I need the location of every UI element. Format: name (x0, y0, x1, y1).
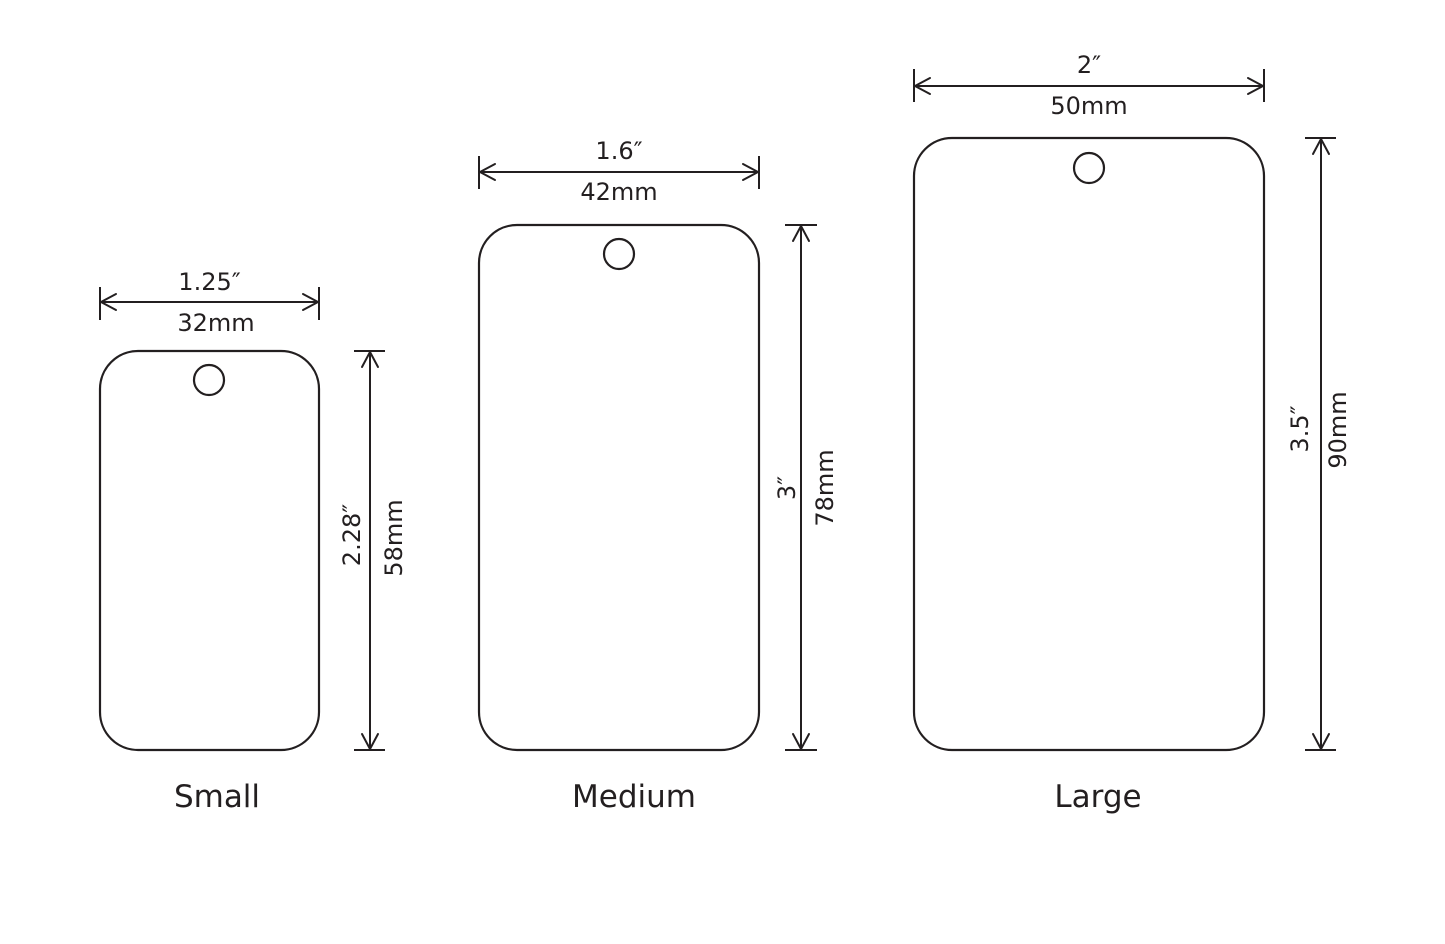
small-width-dimension: 1.25″ 32mm (99, 268, 320, 337)
large-width-arrow-right (1247, 77, 1264, 95)
small-height-mm: 58mm (380, 499, 408, 576)
large-width-arrow-left (914, 77, 931, 95)
tag-medium-label: Medium (572, 779, 696, 815)
small-height-inches: 2.28″ (338, 504, 366, 566)
large-height-arrow-top (1312, 138, 1330, 155)
medium-width-mm: 42mm (580, 178, 657, 206)
medium-height-dimension: 3″ 78mm (773, 224, 839, 751)
large-height-mm: 90mm (1324, 391, 1352, 468)
small-height-arrow-bottom (361, 733, 379, 750)
small-height-arrow-top (361, 351, 379, 368)
small-height-dimension: 2.28″ 58mm (338, 350, 408, 751)
large-width-dimension: 2″ 50mm (913, 51, 1265, 120)
tag-medium-outline (477, 223, 761, 752)
medium-width-arrow-left (479, 163, 496, 181)
tag-small-label: Small (174, 779, 260, 815)
large-height-arrow-bottom (1312, 733, 1330, 750)
medium-width-dimension: 1.6″ 42mm (478, 137, 760, 206)
large-height-inches: 3.5″ (1286, 405, 1314, 452)
tag-large-hole (1072, 151, 1106, 185)
small-width-inches: 1.25″ (178, 268, 240, 296)
medium-height-mm: 78mm (811, 449, 839, 526)
medium-width-inches: 1.6″ (595, 137, 642, 165)
medium-height-inches: 3″ (773, 476, 801, 500)
small-width-arrow-left (100, 293, 117, 311)
medium-height-arrow-top (792, 225, 810, 242)
large-height-dimension: 3.5″ 90mm (1286, 137, 1352, 751)
small-width-mm: 32mm (177, 309, 254, 337)
tag-small-outline (98, 349, 321, 752)
tag-medium-group: 1.6″ 42mm 3″ 78mm Medium (477, 137, 839, 815)
medium-width-arrow-right (742, 163, 759, 181)
medium-height-arrow-bottom (792, 733, 810, 750)
tag-large-label: Large (1054, 779, 1141, 815)
large-width-inches: 2″ (1077, 51, 1101, 79)
tag-small-group: 1.25″ 32mm 2.28″ 58mm Small (98, 268, 408, 815)
large-width-mm: 50mm (1050, 92, 1127, 120)
tag-medium-hole (602, 237, 636, 271)
small-width-arrow-right (302, 293, 319, 311)
tag-large-group: 2″ 50mm 3.5″ 90mm Large (912, 51, 1352, 815)
tag-large-outline (912, 136, 1266, 752)
tag-small-hole (192, 363, 226, 397)
